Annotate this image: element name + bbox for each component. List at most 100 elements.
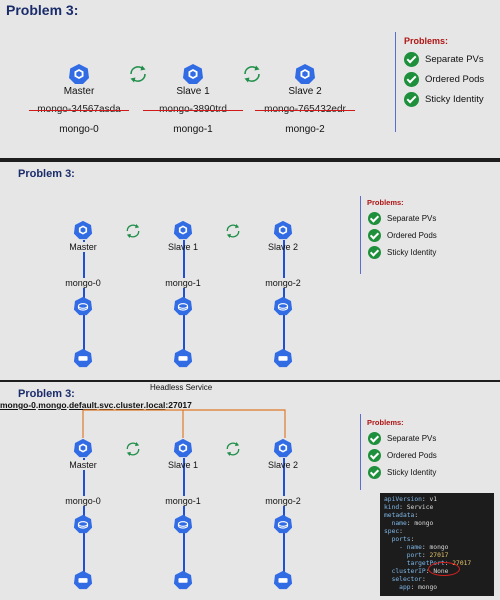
sync-icon bbox=[126, 224, 140, 238]
problem-label: Separate PVs bbox=[425, 54, 484, 65]
kubernetes-pod-icon bbox=[295, 64, 315, 84]
yaml-key: - name bbox=[399, 544, 422, 551]
check-icon bbox=[404, 92, 419, 107]
problem-item: Sticky Identity bbox=[404, 92, 484, 107]
dns-dot: . bbox=[66, 400, 69, 410]
yaml-value: mongo bbox=[414, 520, 434, 527]
dns-dot: . bbox=[143, 400, 147, 410]
panel3-title: Problem 3: bbox=[18, 388, 75, 400]
stable-name-label: mongo-1 bbox=[143, 278, 223, 288]
check-icon bbox=[368, 246, 381, 259]
yaml-key: targetPort bbox=[406, 560, 445, 567]
dns-namespace-part: default bbox=[68, 400, 97, 410]
node-role-label: Slave 1 bbox=[167, 242, 199, 252]
yaml-key: apiVersion bbox=[384, 496, 422, 503]
kubernetes-pod-icon bbox=[183, 64, 203, 84]
problem-item: Separate PVs bbox=[404, 52, 484, 67]
stable-name-label: mongo-1 bbox=[143, 496, 223, 506]
problem-label: Separate PVs bbox=[387, 434, 437, 443]
dns-service-part: mongo bbox=[38, 400, 67, 410]
check-icon bbox=[368, 229, 381, 242]
node-role-label: Master bbox=[63, 86, 95, 97]
yaml-value: 27017 bbox=[452, 560, 472, 567]
problem-label: Ordered Pods bbox=[387, 231, 437, 240]
volume-icon bbox=[173, 514, 193, 534]
sync-icon bbox=[126, 442, 140, 456]
problems-title: Problems: bbox=[367, 198, 404, 207]
panel1-title: Problem 3: bbox=[6, 2, 79, 18]
stable-name-label: mongo-2 bbox=[243, 278, 323, 288]
volume-icon bbox=[273, 296, 293, 316]
check-icon bbox=[368, 432, 381, 445]
problem-label: Separate PVs bbox=[387, 214, 437, 223]
storage-icon bbox=[173, 348, 193, 368]
storage-icon bbox=[73, 348, 93, 368]
storage-icon bbox=[273, 570, 293, 590]
divider bbox=[360, 414, 361, 490]
sync-icon bbox=[226, 224, 240, 238]
problem-item: Separate PVs bbox=[368, 212, 436, 225]
dns-cluster-part: cluster bbox=[115, 400, 144, 410]
problems-title: Problems: bbox=[404, 36, 449, 46]
divider bbox=[360, 196, 361, 274]
node-role-label: Slave 2 bbox=[267, 242, 299, 252]
dns-dot: . bbox=[35, 400, 39, 410]
yaml-key: clusterIP bbox=[391, 568, 426, 575]
yaml-key: app bbox=[399, 584, 411, 591]
problem-item: Ordered Pods bbox=[368, 229, 437, 242]
problem-label: Ordered Pods bbox=[425, 74, 485, 85]
cluster-ip-highlight bbox=[428, 562, 460, 576]
yaml-key: selector bbox=[391, 576, 422, 583]
node-role-label: Slave 2 bbox=[288, 86, 322, 97]
yaml-key: port bbox=[406, 552, 422, 559]
yaml-key: name bbox=[391, 520, 407, 527]
problem-label: Sticky Identity bbox=[387, 248, 437, 257]
dns-pod-part: mongo-0 bbox=[0, 400, 36, 410]
kubernetes-pod-icon bbox=[173, 438, 193, 458]
problem-item: Sticky Identity bbox=[368, 466, 436, 479]
volume-icon bbox=[173, 296, 193, 316]
node-role-label: Slave 1 bbox=[176, 86, 210, 97]
problem-label: Ordered Pods bbox=[387, 451, 437, 460]
kubernetes-pod-icon bbox=[173, 220, 193, 240]
stable-name-label: mongo-0 bbox=[43, 496, 123, 506]
stable-name-label: mongo-2 bbox=[243, 496, 323, 506]
volume-icon bbox=[73, 514, 93, 534]
yaml-key: kind bbox=[384, 504, 400, 511]
yaml-value: v1 bbox=[429, 496, 438, 503]
storage-icon bbox=[73, 570, 93, 590]
problems-title: Problems: bbox=[367, 418, 404, 427]
node-role-label: Master bbox=[43, 242, 123, 252]
yaml-value: mongo bbox=[429, 544, 449, 551]
stable-name-label: mongo-0 bbox=[59, 124, 99, 135]
divider bbox=[395, 32, 396, 132]
yaml-key: ports bbox=[391, 536, 411, 543]
pod-id-struck: mongo-765432edr bbox=[255, 104, 355, 115]
sync-icon bbox=[130, 65, 146, 83]
check-icon bbox=[368, 466, 381, 479]
problem-item: Ordered Pods bbox=[368, 449, 437, 462]
stable-name-label: mongo-0 bbox=[43, 278, 123, 288]
pod-id-struck: mongo-3890trd bbox=[143, 104, 243, 115]
kubernetes-pod-icon bbox=[69, 64, 89, 84]
node-role-label: Slave 1 bbox=[167, 460, 199, 470]
check-icon bbox=[368, 212, 381, 225]
headless-service-label: Headless Service bbox=[150, 383, 213, 392]
yaml-key: metadata bbox=[384, 512, 415, 519]
dns-dot: . bbox=[113, 400, 116, 410]
dns-svc-part: svc bbox=[99, 400, 114, 410]
service-yaml: apiVersion: v1 kind: Service metadata: n… bbox=[380, 493, 494, 596]
stable-name-label: mongo-1 bbox=[173, 124, 213, 135]
stable-name-label: mongo-2 bbox=[285, 124, 325, 135]
storage-icon bbox=[273, 348, 293, 368]
panel2-title: Problem 3: bbox=[18, 168, 75, 180]
dns-dot: . bbox=[96, 400, 100, 410]
yaml-value: mongo bbox=[418, 584, 438, 591]
kubernetes-pod-icon bbox=[73, 438, 93, 458]
sync-icon bbox=[244, 65, 260, 83]
check-icon bbox=[404, 52, 419, 67]
volume-icon bbox=[273, 514, 293, 534]
dns-name: mongo-0.mongo.default.svc.cluster.local:… bbox=[0, 400, 192, 410]
check-icon bbox=[368, 449, 381, 462]
yaml-value: 27017 bbox=[429, 552, 449, 559]
